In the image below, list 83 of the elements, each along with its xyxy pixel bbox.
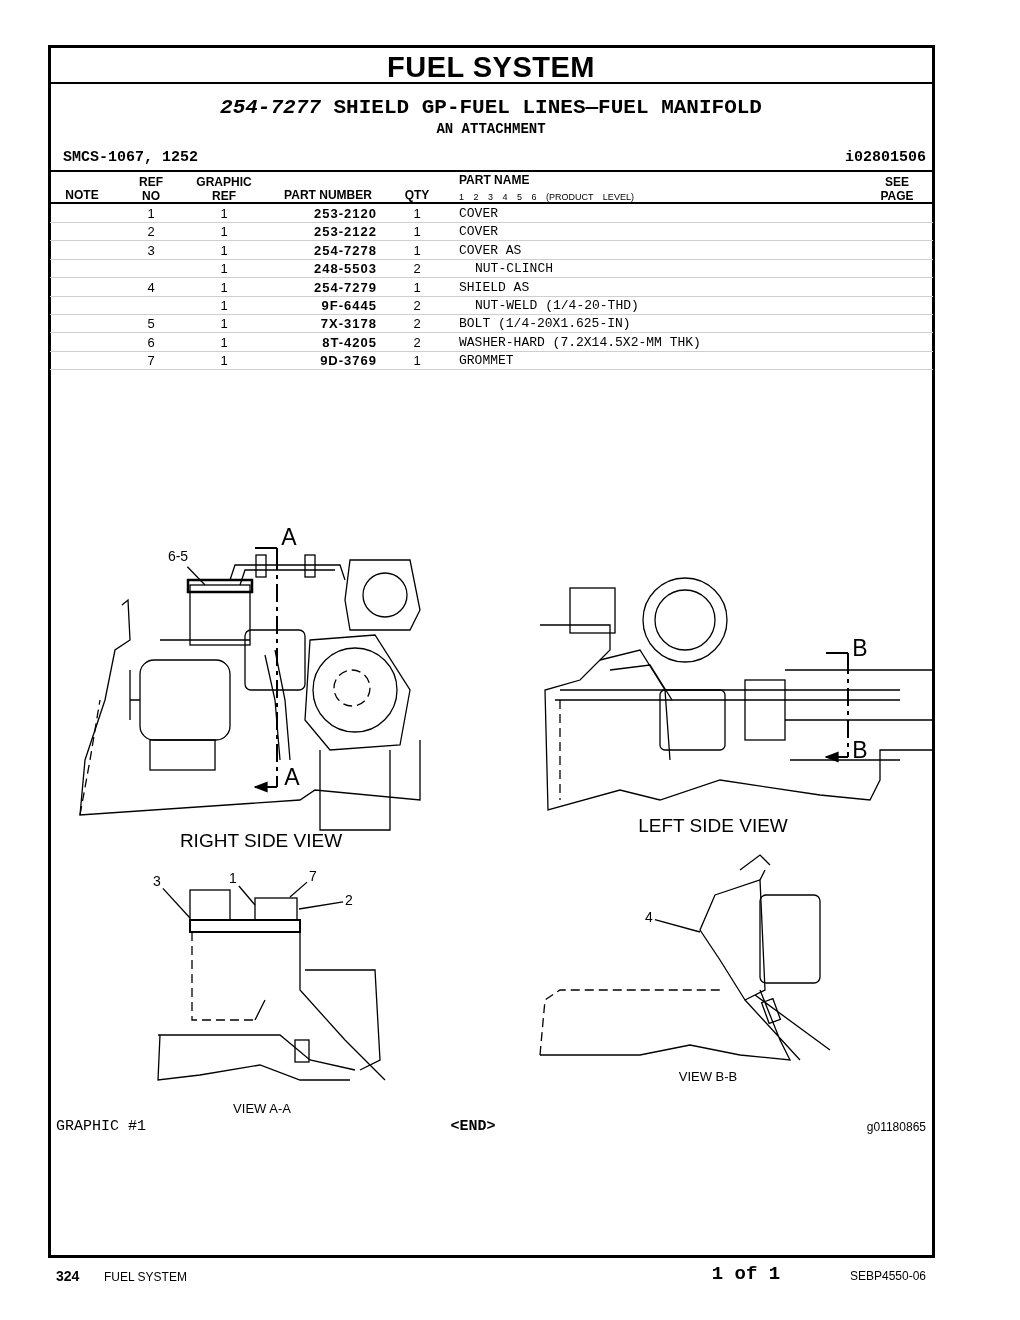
graphic-id: g01180865 [866, 1120, 926, 1134]
reference-number: 7 [147, 352, 155, 368]
reference-number: 1 [147, 205, 155, 221]
part-number: 7X-3178 [320, 315, 377, 331]
quantity: 1 [413, 242, 421, 258]
leader-line [654, 918, 701, 933]
callout-number: 2 [345, 893, 353, 909]
reference-number: 3 [147, 242, 155, 258]
quantity: 1 [413, 279, 421, 295]
quantity: 2 [413, 315, 421, 331]
reference-number: 4 [147, 279, 155, 295]
part-name: NUT-CLINCH [475, 260, 553, 276]
part-name: COVER AS [459, 242, 522, 258]
quantity: 2 [413, 334, 421, 350]
leader-line [289, 881, 308, 898]
smcs-code: SMCS-1067, 1252 [63, 148, 199, 166]
callout-number: 6-5 [167, 549, 189, 565]
section-letter: B [852, 634, 868, 662]
reference-number: 6 [147, 334, 155, 350]
part-name: NUT-WELD (1/4-20-THD) [475, 297, 639, 313]
product-level-scale: 1 2 3 4 5 6 (PRODUCT LEVEL) [459, 192, 634, 202]
column-header: QTY [404, 188, 430, 202]
column-header: PART NAME [459, 173, 530, 187]
part-name: COVER [459, 205, 498, 221]
document-id: i02801506 [845, 148, 926, 166]
page-count: 1 of 1 [711, 1263, 781, 1285]
part-number: 248-5503 [314, 260, 377, 276]
column-header: SEE PAGE [880, 175, 914, 203]
part-number: 253-2120 [314, 205, 377, 221]
leader-line [186, 566, 206, 586]
reference-number: 1 [220, 315, 228, 331]
callout-number: 4 [645, 910, 653, 926]
callout-number: 7 [309, 869, 317, 885]
section-letter: A [281, 523, 297, 551]
part-number: 9D-3769 [320, 352, 377, 368]
section-letter: A [284, 763, 300, 791]
view-caption: LEFT SIDE VIEW [638, 815, 788, 837]
part-name: COVER [459, 223, 498, 239]
reference-number: 1 [220, 297, 228, 313]
column-header: REF NO [139, 175, 163, 203]
view-caption: VIEW B-B [678, 1068, 738, 1084]
part-name: SHIELD AS [459, 279, 530, 295]
part-name: BOLT (1/4-20X1.625-IN) [459, 315, 631, 331]
reference-number: 1 [220, 205, 228, 221]
reference-number: 1 [220, 352, 228, 368]
quantity: 1 [413, 352, 421, 368]
column-header: GRAPHIC REF [196, 175, 252, 203]
view-caption: RIGHT SIDE VIEW [179, 830, 343, 852]
callout-number: 3 [153, 874, 161, 890]
leader-line [162, 887, 191, 919]
reference-number: 1 [220, 242, 228, 258]
reference-number: 2 [147, 223, 155, 239]
part-name: GROMMET [459, 352, 514, 368]
part-name: WASHER-HARD (7.2X14.5X2-MM THK) [459, 334, 701, 350]
quantity: 1 [413, 205, 421, 221]
footer-section: FUEL SYSTEM [104, 1270, 187, 1284]
reference-number: 1 [220, 279, 228, 295]
end-marker: <END> [450, 1117, 496, 1135]
part-number: 254-7278 [314, 242, 377, 258]
graphic-number: GRAPHIC #1 [56, 1117, 146, 1135]
column-header: PART NUMBER [284, 188, 372, 202]
part-number: 9F-6445 [321, 297, 377, 313]
quantity: 1 [413, 223, 421, 239]
leader-line [238, 885, 256, 906]
callout-number: 1 [229, 871, 237, 887]
reference-number: 1 [220, 260, 228, 276]
page-title: FUEL SYSTEM [387, 50, 595, 84]
publication-number: SEBP4550-06 [849, 1269, 926, 1283]
reference-number: 5 [147, 315, 155, 331]
leader-line [298, 901, 344, 910]
part-number: 8T-4205 [322, 334, 377, 350]
column-header: NOTE [65, 188, 99, 202]
view-caption: VIEW A-A [233, 1100, 291, 1116]
quantity: 2 [413, 297, 421, 313]
section-letter: B [852, 736, 868, 764]
reference-number: 1 [220, 223, 228, 239]
part-number: 253-2122 [314, 223, 377, 239]
page-number: 324 [56, 1268, 80, 1284]
part-title: 254-7277 SHIELD GP-FUEL LINES—FUEL MANIFOLD [220, 95, 762, 119]
subtitle: AN ATTACHMENT [436, 121, 546, 137]
quantity: 2 [413, 260, 421, 276]
reference-number: 1 [220, 334, 228, 350]
part-number: 254-7279 [314, 279, 377, 295]
